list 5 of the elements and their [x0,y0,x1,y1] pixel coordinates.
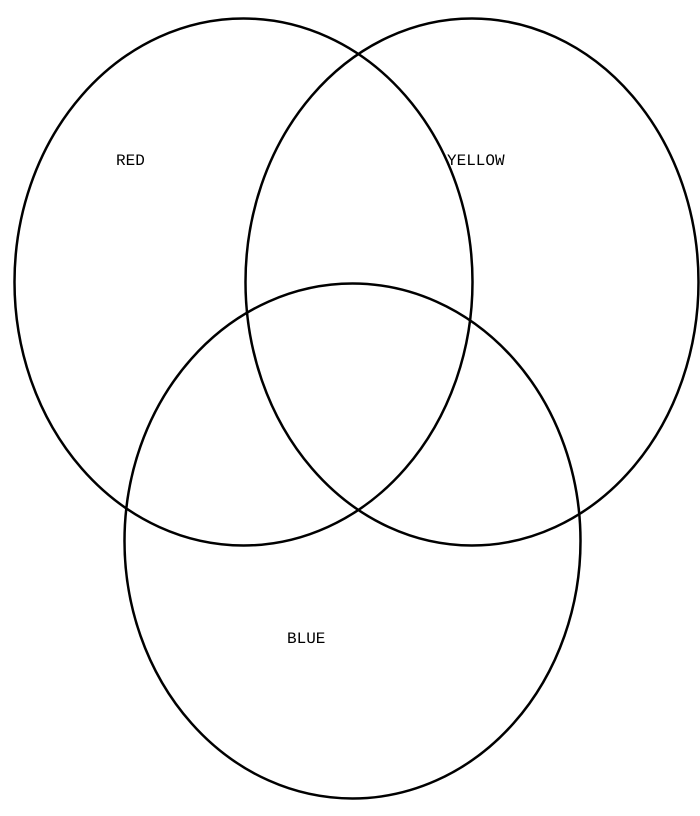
set-label: YELLOW [447,153,505,169]
set-label: RED [116,153,145,169]
venn-circle [123,282,582,800]
set-label: BLUE [287,631,326,647]
venn-circle [244,17,700,547]
